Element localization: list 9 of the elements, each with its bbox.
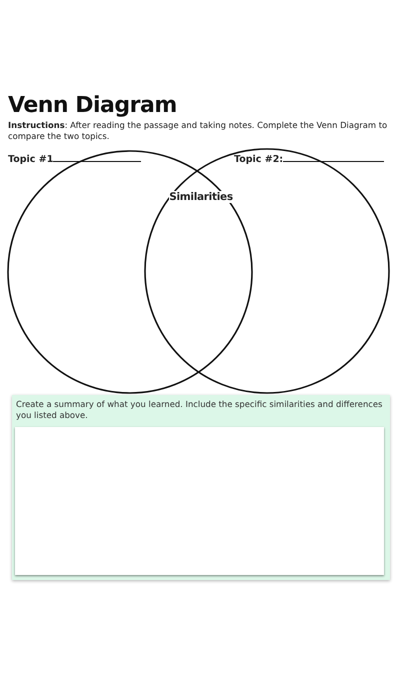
topic-label: Topic #1 xyxy=(8,154,54,165)
section-heading: Similarities xyxy=(169,191,233,203)
prompt-text: Create a summary of what you learned. Include the specific similarities and differences you listed above. xyxy=(16,399,384,421)
title: Venn Diagram xyxy=(8,93,177,118)
answer-box xyxy=(15,427,384,575)
summary-panel xyxy=(12,395,390,580)
topic-label: Topic #2: xyxy=(234,154,284,165)
instructions-text: Instructions: After reading the passage and taking notes. Complete the Venn Diagram to compare the two topics. xyxy=(8,120,388,141)
venn-circle xyxy=(144,148,390,394)
